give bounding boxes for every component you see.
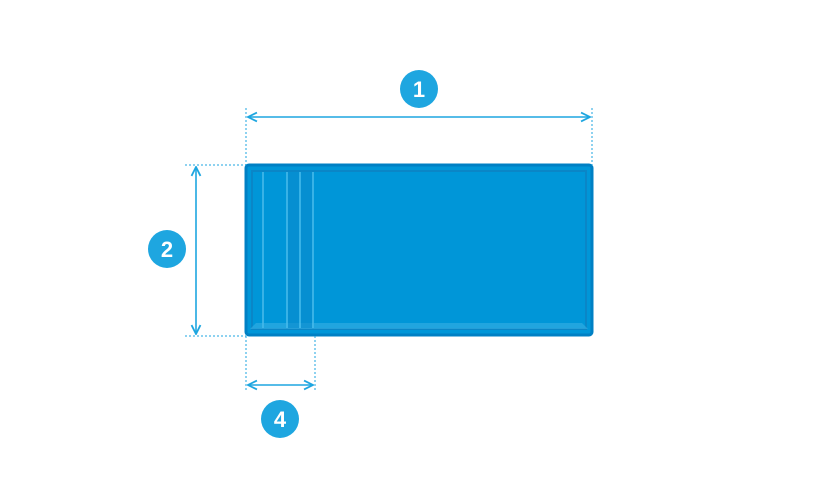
- marker-steps: 4: [261, 400, 299, 438]
- extension-lines: [185, 108, 593, 392]
- pool-shape: [244, 163, 594, 337]
- pool-body: [244, 163, 594, 337]
- marker-width-label: 2: [161, 237, 173, 262]
- marker-length: 1: [400, 70, 438, 108]
- pool-steps: [262, 172, 314, 328]
- step-shade: [288, 172, 299, 328]
- marker-length-label: 1: [413, 77, 425, 102]
- marker-length-circle: [400, 70, 438, 108]
- step-shade: [301, 172, 312, 328]
- marker-steps-label: 4: [274, 407, 287, 432]
- marker-steps-circle: [261, 400, 299, 438]
- marker-width: 2: [148, 230, 186, 268]
- pool-bottom-highlight: [250, 323, 588, 329]
- dimension-arrows: [196, 117, 590, 385]
- pool-steps-shading: [288, 172, 312, 328]
- marker-width-circle: [148, 230, 186, 268]
